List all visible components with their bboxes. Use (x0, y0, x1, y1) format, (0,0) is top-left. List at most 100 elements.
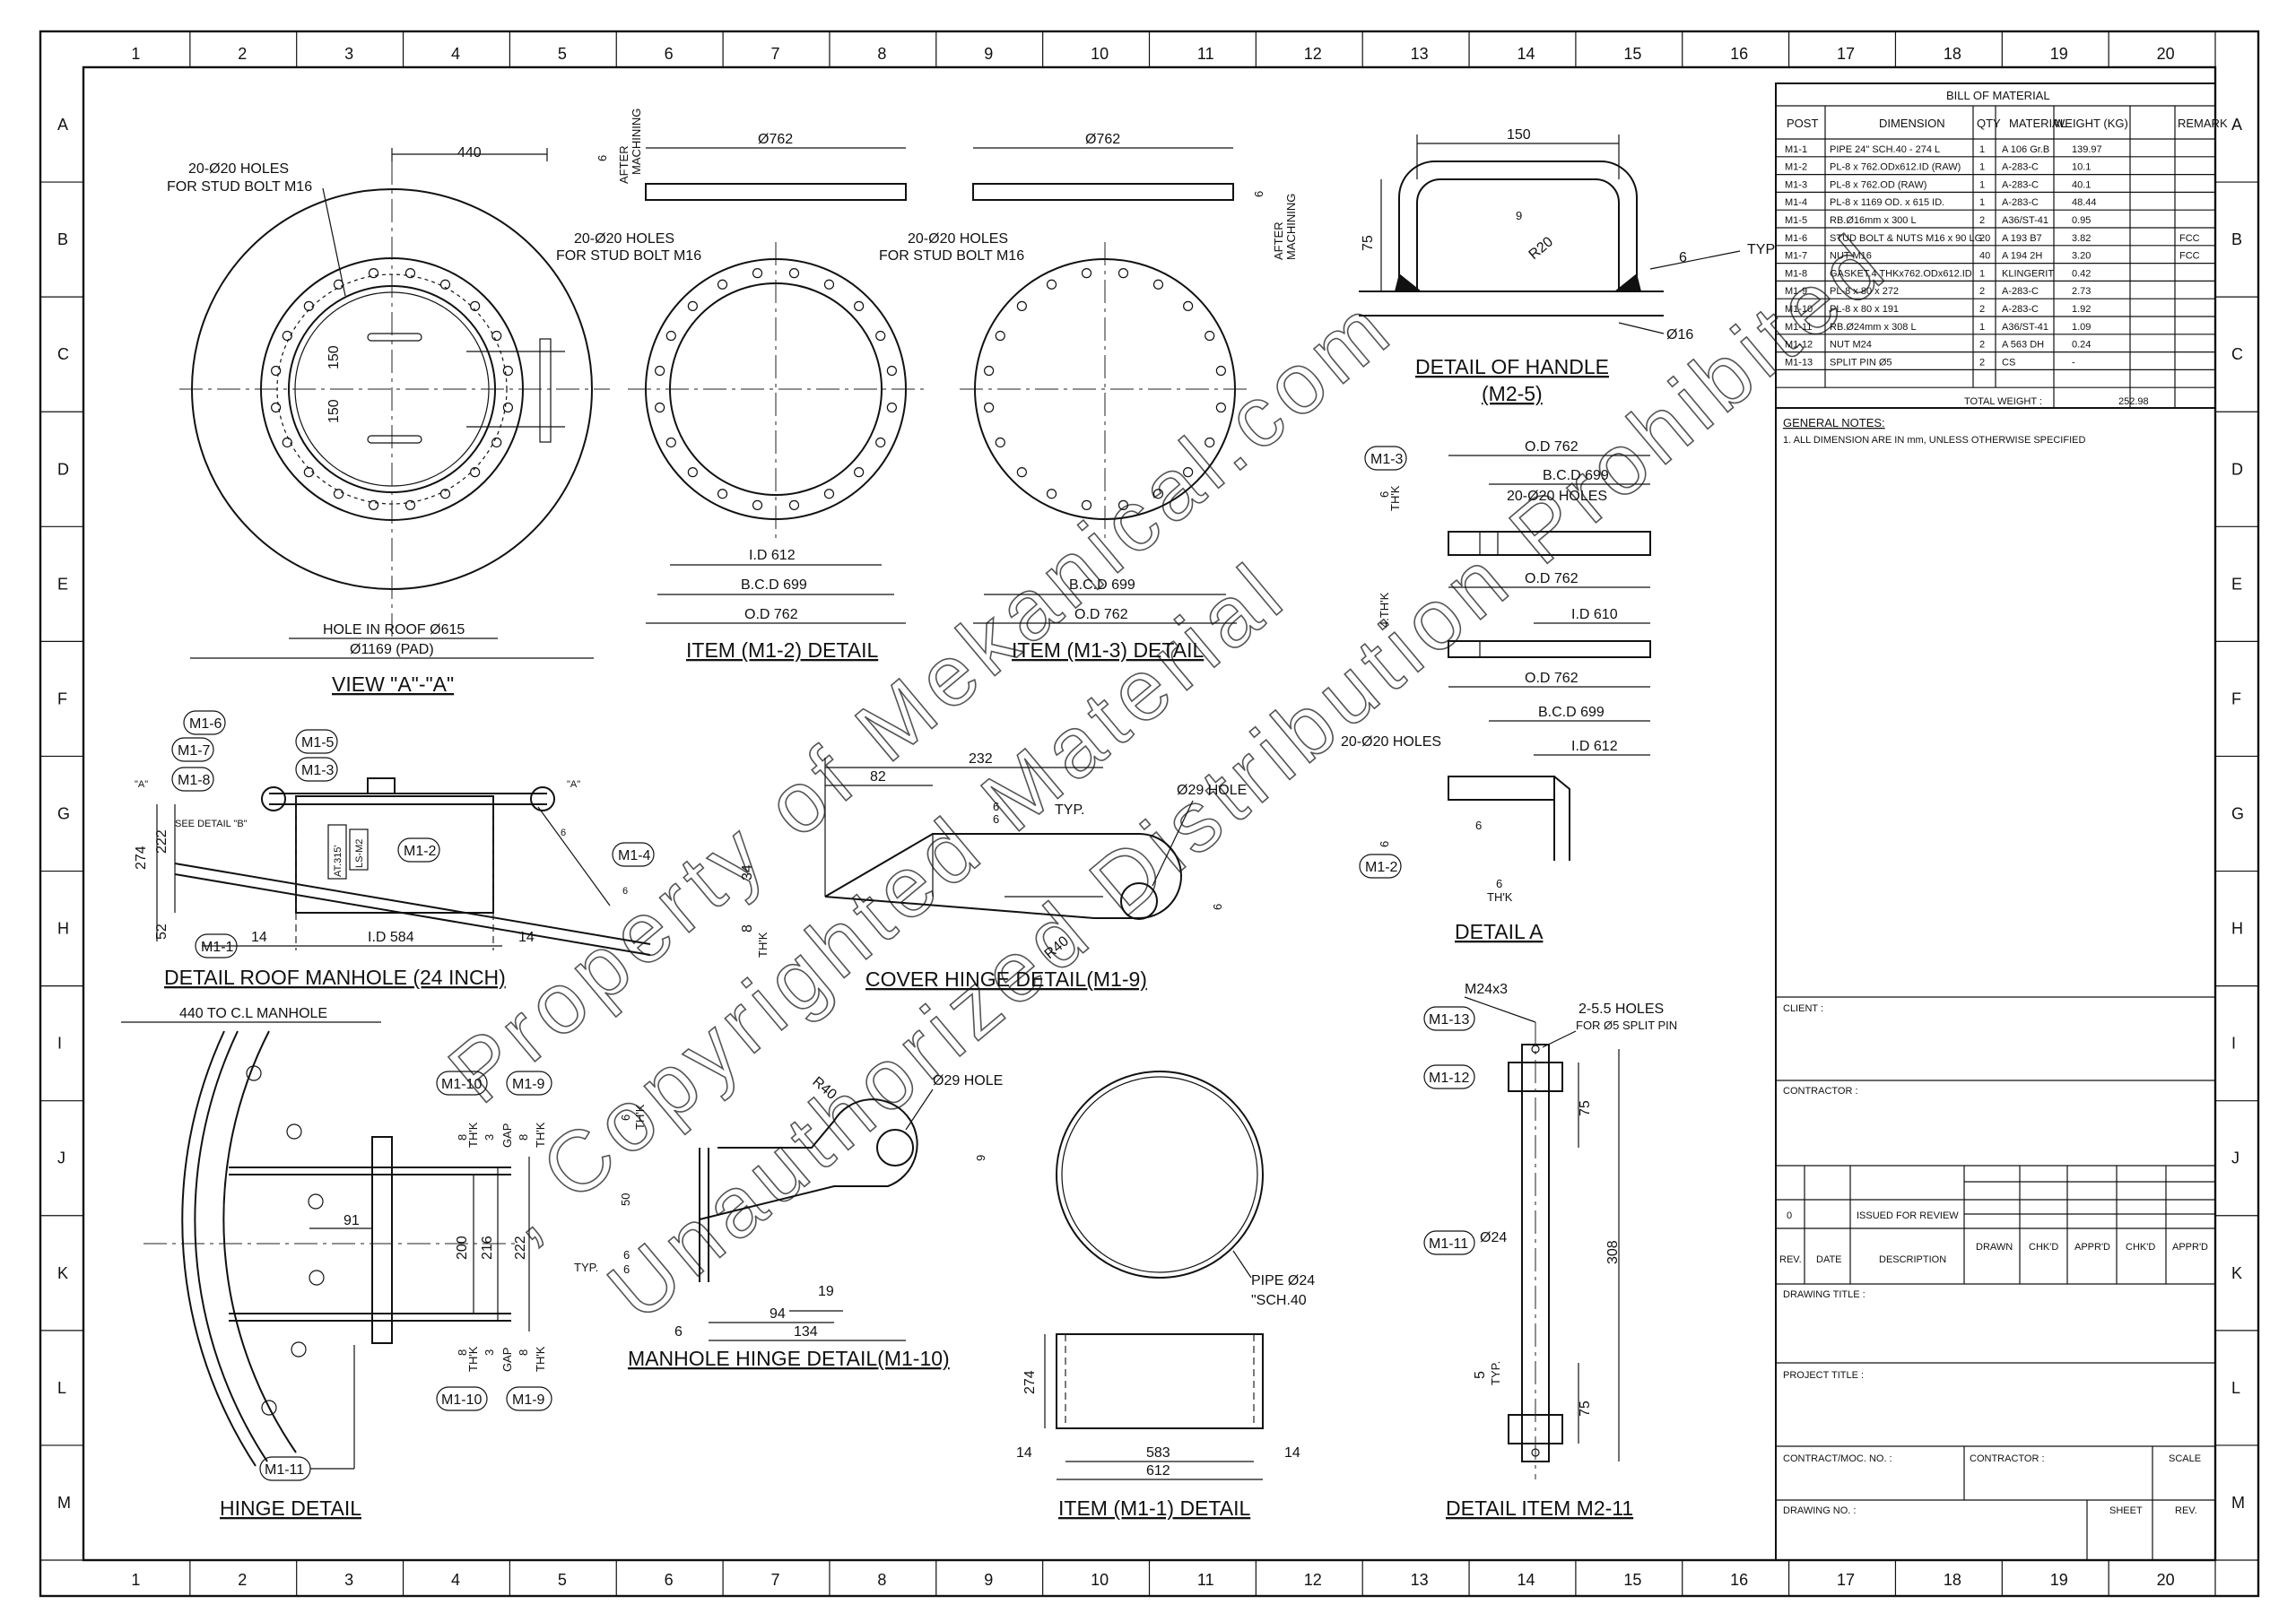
hinge-d3: 3 (483, 1134, 496, 1141)
bolt-hole (261, 1400, 277, 1416)
item-m1-1-d14a: 14 (1016, 1445, 1032, 1461)
manhole-hinge-d6: 6 (619, 1115, 632, 1121)
bom-cell: 2 (1979, 340, 1985, 351)
m211-d24: Ø24 (1480, 1230, 1507, 1245)
view-aa-dim-150b: 150 (326, 399, 342, 423)
bolt-hole (404, 499, 416, 510)
item-m1-2-machining: MACHINING (630, 108, 643, 175)
roof-tag-m1-8: M1-8 (178, 773, 211, 788)
roof-at315: AT.315' (333, 845, 344, 877)
detail-of-handle: 150 75 R20 9 Ø16 6 TYP DETAIL OF HANDLE … (1359, 127, 1775, 405)
bom-cell: PL-8 x 762.OD (RAW) (1830, 179, 1926, 190)
cover-hinge-title: COVER HINGE DETAIL(M1-9) (865, 967, 1147, 991)
tb-project-title: PROJECT TITLE : (1783, 1370, 1864, 1381)
item-m1-1-sch: "SCH.40 (1251, 1293, 1307, 1308)
cover-hinge-d232: 232 (969, 751, 993, 767)
cover-hinge-d6b: 6 (993, 812, 999, 826)
bolt-hole (875, 330, 886, 342)
grid-col-label: 1 (131, 45, 140, 63)
item-m1-1-d612: 612 (1146, 1463, 1170, 1479)
grid-col-label: 8 (877, 45, 886, 63)
item-m1-2-holes: 20-Ø20 HOLES (574, 231, 674, 247)
bolt-hole (788, 499, 800, 510)
bom-cell: 139.97 (2072, 144, 2102, 155)
flange-bcd-1: B.C.D 699 (1543, 468, 1609, 483)
manhole-hinge-d134: 134 (794, 1324, 818, 1340)
hinge-tag-m1-9b: M1-9 (512, 1392, 545, 1408)
grid-row-label: D (57, 460, 69, 478)
bom-cell: RB.Ø16mm x 300 L (1830, 215, 1917, 226)
roof-tag-m1-6: M1-6 (189, 716, 222, 732)
bom-cell: A-283-C (2002, 179, 2039, 190)
hinge-d8c: 8 (456, 1349, 469, 1356)
tb-contractor-2: CONTRACTOR : (1970, 1453, 2045, 1464)
item-m1-3-title: ITEM (M1-3) DETAIL (1012, 638, 1204, 662)
m211-holes: 2-5.5 HOLES (1578, 1002, 1664, 1017)
bolt-hole (470, 467, 481, 478)
roof-tag-m1-1: M1-1 (201, 940, 234, 955)
hinge-d91: 91 (344, 1213, 360, 1228)
bolt-hole (665, 437, 676, 448)
bolt-hole (984, 365, 995, 377)
tb-drawing-no: DRAWING NO. : (1783, 1505, 1856, 1516)
item-m1-1-title: ITEM (M1-1) DETAIL (1058, 1496, 1250, 1520)
grid-row-label: K (2231, 1264, 2242, 1282)
bom-cell: FCC (2179, 251, 2200, 262)
bolt-hole (502, 402, 513, 413)
grid-col-label: 3 (344, 45, 353, 63)
grid-row-label: F (2231, 690, 2241, 707)
grid-col-label: 2 (238, 1571, 247, 1589)
grid-row-label: B (57, 230, 68, 248)
bolt-hole (303, 467, 314, 478)
bolt-hole (655, 365, 665, 377)
grid-row-label: M (57, 1494, 71, 1512)
bom-header-cell: POST (1787, 117, 1818, 130)
bom-cell: A-283-C (2002, 286, 2039, 297)
manhole-hinge-thk: TH'K (633, 1104, 647, 1130)
bom-cell: A 563 DH (2002, 340, 2044, 351)
roof-d52: 52 (154, 924, 170, 940)
bolt-hole (655, 402, 665, 413)
m211-d75b: 75 (1578, 1401, 1593, 1417)
manhole-hinge-hole: Ø29 HOLE (933, 1073, 1003, 1089)
grid-col-label: 8 (877, 1571, 886, 1589)
manhole-hinge-w6b: 6 (623, 1262, 630, 1276)
bom-cell: A-283-C (2002, 197, 2039, 208)
bom-cell: 1 (1979, 322, 1985, 333)
roof-a-label: "A" (135, 779, 148, 790)
m211-tag-m1-12: M1-12 (1429, 1071, 1469, 1086)
tb-contractor: CONTRACTOR : (1783, 1086, 1858, 1097)
flange-id-3: I.D 612 (1571, 739, 1618, 754)
flange-weld-6: 6 (1475, 819, 1482, 832)
grid-row-label: I (2231, 1035, 2236, 1053)
hinge-thk3: TH'K (466, 1346, 480, 1372)
bolt-hole (291, 1341, 307, 1357)
item-m1-1-pipe: PIPE Ø24 (1251, 1273, 1315, 1288)
grid-row-label: G (2231, 805, 2244, 823)
grid-col-label: 1 (131, 1571, 140, 1589)
roof-d14a: 14 (251, 930, 267, 945)
flange-thk-4: 6 (1496, 877, 1502, 890)
grid-col-label: 5 (558, 45, 567, 63)
bom-cell: KLINGERIT (2002, 268, 2054, 279)
bolt-hole (752, 268, 763, 279)
handle-width: 150 (1507, 127, 1531, 143)
bolt-hole (854, 467, 865, 478)
bom-cell: PL-8 x 1169 OD. x 615 ID. (1830, 197, 1944, 208)
grid-col-label: 5 (558, 1571, 567, 1589)
view-aa: 440 20-Ø20 HOLES FOR STUD BOLT M16 150 1… (167, 145, 610, 696)
m211-split: FOR Ø5 SPLIT PIN (1576, 1019, 1677, 1032)
cover-hinge-d34: 34 (740, 864, 755, 880)
grid-row-label: C (2231, 345, 2243, 363)
grid-row-label: E (2231, 575, 2242, 593)
grid-col-label: 17 (1837, 1571, 1855, 1589)
grid-row-label: L (57, 1379, 66, 1397)
bolt-holes-m1-2 (655, 268, 897, 510)
bom-cell: M1-13 (1785, 357, 1813, 368)
roof-weld-6: 6 (561, 828, 566, 838)
bolt-hole (687, 467, 698, 478)
handle-weld-6: 6 (1679, 250, 1687, 265)
item-m1-3-machining: MACHINING (1284, 194, 1298, 260)
bom-cell: SPLIT PIN Ø5 (1830, 357, 1892, 368)
